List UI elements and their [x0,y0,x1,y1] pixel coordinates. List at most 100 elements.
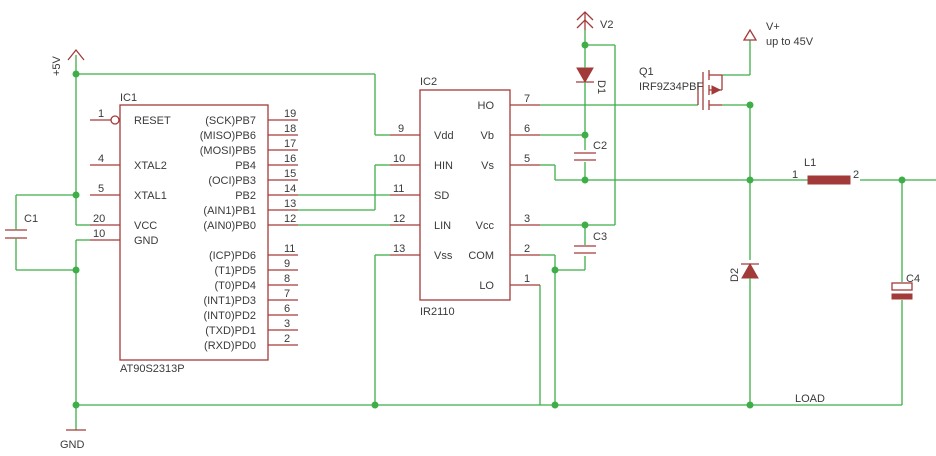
inductor-pin1: 1 [792,169,798,181]
ic1-pin-num: 19 [284,108,296,120]
ic2-pin-num: 12 [393,213,405,225]
diode-d2: D2 [729,262,759,282]
ic1-pin-num: 20 [93,213,105,225]
ic1-pin-name: RESET [134,115,171,127]
junction-dot [72,191,80,199]
ic2-pin-num: 2 [524,243,530,255]
ic2-pin-name: Vss [434,250,453,262]
capacitor-negative-plate [891,293,913,300]
ic1-pin-name: (TXD)PD1 [205,325,256,337]
ic1-pin-num: 17 [284,138,296,150]
ic1-pin-num: 16 [284,153,296,165]
capacitor-c2: C2 [574,140,607,161]
inductor-l1: L1 1 2 [792,157,859,185]
capacitor-c2-label: C2 [593,140,607,152]
junction-dot [72,266,80,274]
supply-vplus-symbol: V+ up to 45V [742,21,814,48]
ic2-pin-name: Vcc [476,220,495,232]
junction-dot [551,266,559,274]
ic1-pin-name: (MOSI)PB5 [200,145,256,157]
capacitor-c3-label: C3 [593,231,607,243]
junction-dot [551,401,559,409]
ic1-pin-num: 6 [284,303,290,315]
supply-5v-label: +5V [51,55,63,76]
ic1-pin-name: (T0)PD4 [214,280,256,292]
capacitor-c4-label: C4 [906,273,920,285]
ic2-pin-name: HIN [434,160,453,172]
junction-dot [581,221,589,229]
diode-d2-label: D2 [729,268,741,282]
supply-triangle-icon [742,28,758,41]
junction-dot [371,401,379,409]
junction-dot [72,70,80,78]
ic1-pin-name: (SCK)PB7 [205,115,256,127]
ic2-pin-num: 7 [524,93,530,105]
ic1-body [119,104,269,361]
ic2-pin-num: 5 [524,153,530,165]
ic1-pin-num: 9 [284,258,290,270]
active-low-bubble-icon [110,115,120,125]
load-label: LOAD [795,393,825,405]
junction-dot [898,176,906,184]
ic1-pin-name: (INT0)PD2 [203,310,256,322]
inductor-l1-label: L1 [804,157,816,169]
capacitor-c1: C1 [5,213,38,242]
diode-d1-label: D1 [595,80,607,94]
supply-arrow-icon [67,48,85,61]
ic1-pin-num: 12 [284,213,296,225]
diode-triangle-icon [741,262,759,279]
junction-dot [746,401,754,409]
capacitor-c3: C3 [574,231,607,254]
ic1-pin-name: (AIN0)PB0 [203,220,256,232]
ic2-pin-num: 10 [393,153,405,165]
ic1-pin-name: (MISO)PB6 [200,130,256,142]
ic1-pin-name: (OCI)PB3 [208,175,256,187]
ic2-ref-label: IC2 [420,76,437,88]
ic2-pin-name: LO [479,280,494,292]
ground-symbol: GND [60,429,86,451]
mosfet-q1-value: IRF9Z34PBF [639,81,703,93]
ic2-pin-num: 11 [393,183,404,195]
ic1-pin-name: XTAL2 [134,160,167,172]
supply-vplus-note: up to 45V [766,36,814,48]
inductor-body-icon [807,175,851,185]
ic2-pin-num: 3 [524,213,530,225]
ic1-pin-name: (ICP)PD6 [209,250,256,262]
ic1-pin-name: GND [134,235,159,247]
ic1-pin-num: 4 [98,153,104,165]
ic2-pin-num: 13 [393,243,405,255]
ic2-pin-name: Vdd [434,130,454,142]
ic2-pin-num: 6 [524,123,530,135]
ic2-pin-name: SD [434,190,449,202]
ic1-pin-num: 15 [284,168,296,180]
ic2-pin-name: COM [468,250,494,262]
ic1-pin-num: 8 [284,273,290,285]
capacitor-c1-label: C1 [24,213,38,225]
supply-v2-label: V2 [600,19,613,31]
junction-dot [581,176,589,184]
ic1-pin-num: 5 [98,183,104,195]
ic2-pin-name: LIN [434,220,451,232]
ic1-pin-name: (INT1)PD3 [203,295,256,307]
ic2-pin-num: 9 [398,123,404,135]
ic2-pin-name: Vs [481,160,494,172]
ic1-pin-num: 11 [284,243,295,255]
ic1-pin-name: PB4 [235,160,256,172]
ic1-pin-num: 2 [284,333,290,345]
junction-dot [746,101,754,109]
ic1-value-label: AT90S2313P [120,363,185,375]
junction-dot [72,401,80,409]
ic1-pin-num: 14 [284,183,296,195]
mosfet-q1-ref: Q1 [639,66,654,78]
ic1-microcontroller: IC1 AT90S2313P 1 RESET 4 XTAL2 5 XTAL1 2… [90,92,298,375]
junction-dot [581,131,589,139]
ic2-pin-num: 1 [524,273,530,285]
junctions [72,41,906,409]
ic1-ref-label: IC1 [120,92,137,104]
ic1-pin-name: (AIN1)PB1 [203,205,256,217]
capacitor-c4: C4 [891,273,920,300]
ic1-pin-num: 7 [284,288,290,300]
ic2-pin-name: Vb [481,130,494,142]
junction-dot [746,176,754,184]
